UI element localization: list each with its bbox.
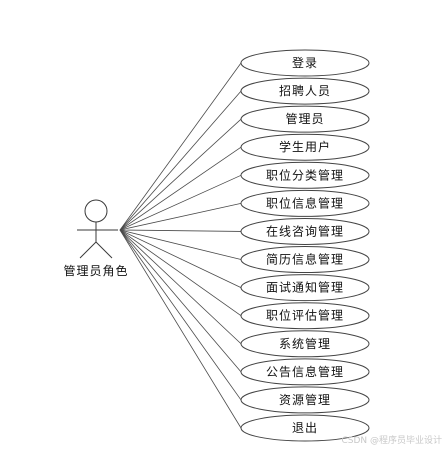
use-case: 职位分类管理 [240,161,370,189]
association-line [119,202,242,231]
association-line [119,229,242,288]
use-case-label: 在线咨询管理 [266,223,344,238]
use-case: 登录 [240,49,370,77]
use-case-label: 资源管理 [279,392,331,407]
use-case: 职位信息管理 [240,189,370,217]
use-case: 职位评估管理 [240,302,370,330]
use-case-ellipse [240,274,370,302]
association-line [119,90,242,231]
association-line [119,229,242,260]
actor-head [84,199,108,223]
use-case-ellipse [240,189,370,217]
use-case: 招聘人员 [240,77,370,105]
actor-admin: 管理员角色 [63,199,128,278]
association-line [119,174,242,231]
association-line [119,229,242,401]
use-case: 面试通知管理 [240,274,370,302]
use-case-label: 招聘人员 [279,84,331,98]
use-case: 公告信息管理 [240,358,370,386]
watermark: CSDN @程序员毕业设计 [341,436,442,446]
association-line [119,146,242,231]
use-case-label: 公告信息管理 [266,364,344,379]
use-case-label: 退出 [292,421,318,435]
use-case-label: 系统管理 [279,336,331,351]
actor-right-leg [95,241,113,259]
actor-label: 管理员角色 [63,263,128,278]
use-case-label: 职位信息管理 [266,195,344,210]
use-case-ellipse [240,246,370,274]
use-case: 简历信息管理 [240,246,370,274]
use-case-ellipse [240,302,370,330]
use-case: 系统管理 [240,330,370,358]
association-line [119,229,242,373]
association-line [119,229,242,429]
use-case: 管理员 [240,105,370,133]
use-case-ellipse [240,386,370,414]
use-case-list: 登录招聘人员管理员学生用户职位分类管理职位信息管理在线咨询管理简历信息管理面试通… [240,49,370,442]
use-case: 学生用户 [240,133,370,161]
use-case-ellipse [240,217,370,245]
use-case-label: 简历信息管理 [266,252,344,267]
use-case-ellipse [240,133,370,161]
use-case: 资源管理 [240,386,370,414]
association-line [119,229,242,317]
association-line [119,62,242,231]
use-case-ellipse [240,414,370,442]
use-case-ellipse [240,49,370,77]
use-case-label: 管理员 [285,111,324,126]
association-lines [119,62,242,429]
association-line [119,118,242,231]
use-case: 在线咨询管理 [240,217,370,245]
use-case-ellipse [240,105,370,133]
use-case-ellipse [240,358,370,386]
use-case-ellipse [240,330,370,358]
association-line [119,229,242,232]
use-case-label: 职位评估管理 [266,308,344,323]
use-case-label: 职位分类管理 [266,167,344,182]
use-case-ellipse [240,77,370,105]
actor-left-leg [79,241,97,259]
use-case-label: 登录 [292,55,318,70]
use-case-label: 面试通知管理 [266,280,344,295]
use-case: 退出 [240,414,370,442]
use-case-ellipse [240,161,370,189]
use-case-label: 学生用户 [279,139,331,154]
association-line [119,229,242,345]
